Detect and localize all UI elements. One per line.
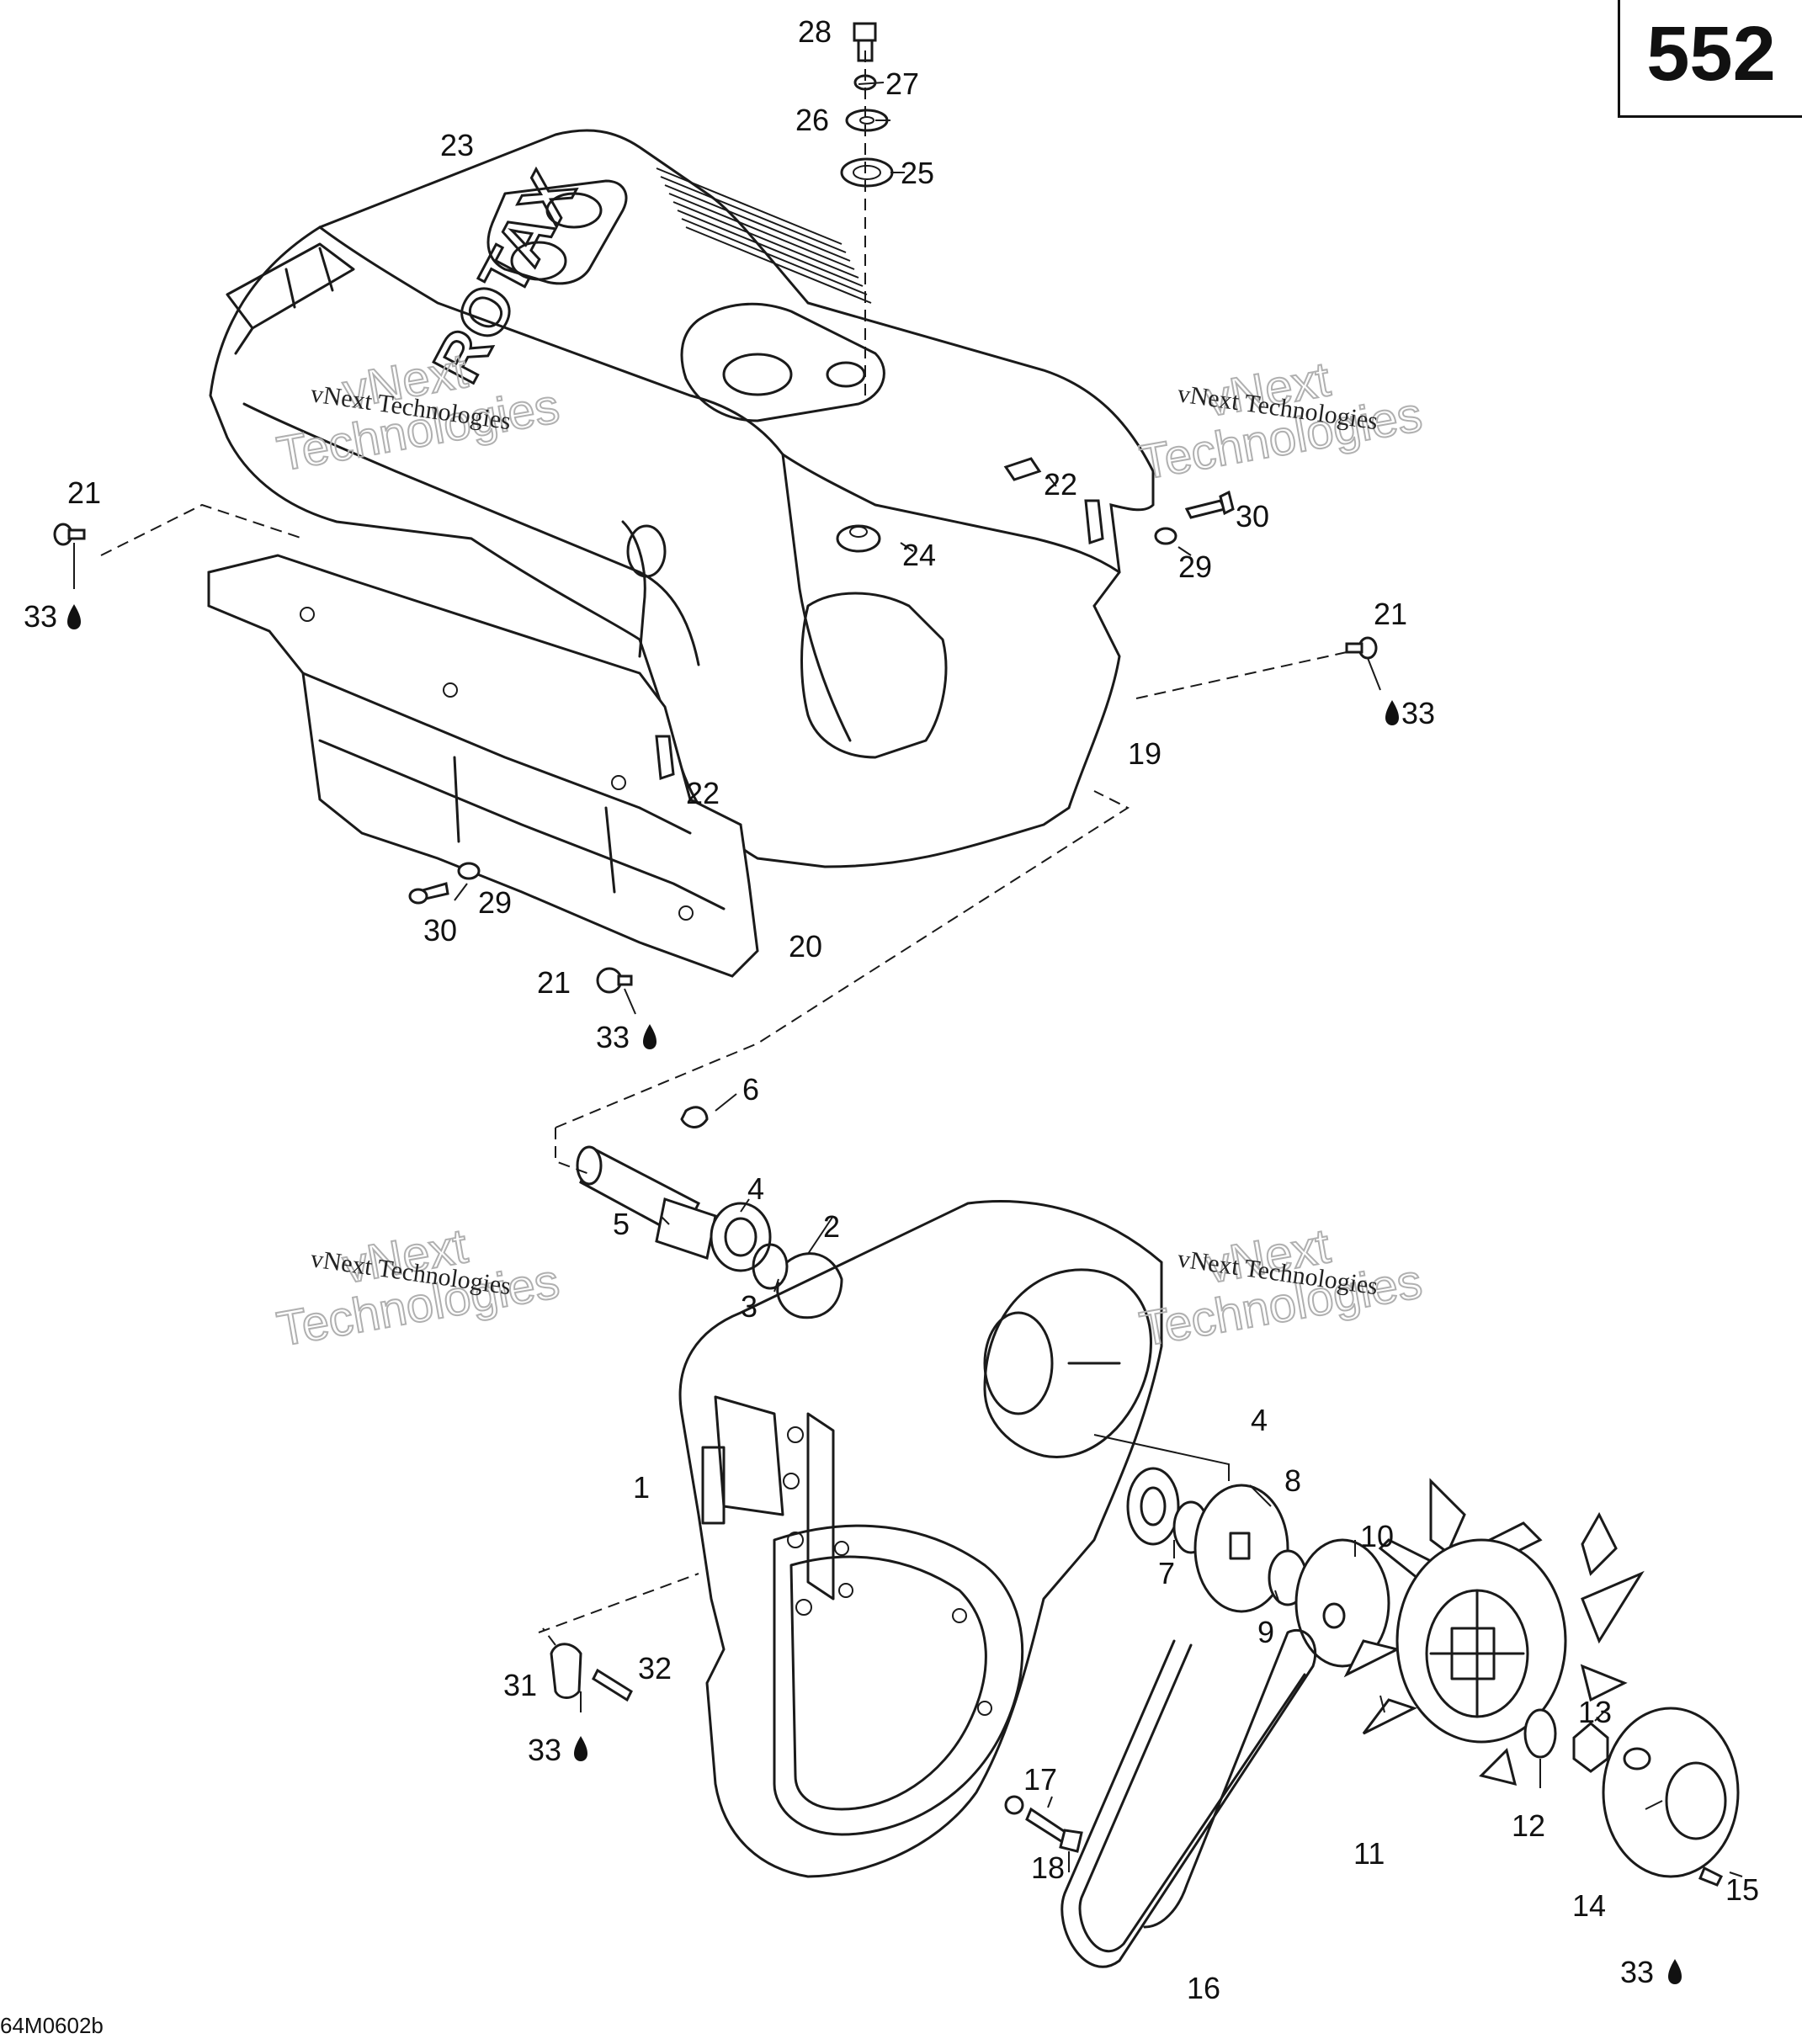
fan-cover-23: ROTAX <box>209 129 1155 868</box>
callout-26: 26 <box>795 103 829 137</box>
cover-side-fins <box>226 242 355 355</box>
fan-housing-1 <box>678 1200 1163 1878</box>
callout-1: 1 <box>633 1470 650 1505</box>
callout-23: 23 <box>440 128 474 162</box>
callout-3: 3 <box>741 1289 757 1324</box>
callout-4: 4 <box>1251 1403 1268 1437</box>
callout-33: 33 <box>1620 1955 1654 1989</box>
callout-29: 29 <box>1178 549 1212 584</box>
oil-drop-icon <box>574 1736 587 1761</box>
callout-33: 33 <box>528 1733 561 1767</box>
callout-24: 24 <box>902 538 936 572</box>
callout-28: 28 <box>798 14 832 49</box>
oil-drop-icon <box>1385 700 1399 725</box>
page-number-box: 552 <box>1618 0 1802 118</box>
drive-belt-16 <box>1060 1628 1317 1968</box>
callout-33: 33 <box>596 1020 630 1054</box>
callout-15: 15 <box>1725 1872 1759 1907</box>
fasteners <box>53 22 1724 1887</box>
callout-30: 30 <box>1236 499 1269 534</box>
callout-32: 32 <box>638 1651 672 1686</box>
callout-33: 33 <box>24 599 57 634</box>
callout-labels: 1 2 3 4 4 5 6 7 8 9 10 11 12 13 14 15 16… <box>24 14 1759 2005</box>
callout-8: 8 <box>1284 1463 1301 1498</box>
callout-25: 25 <box>901 156 934 190</box>
shroud-20 <box>207 554 759 978</box>
callout-6: 6 <box>742 1072 759 1107</box>
callout-17: 17 <box>1023 1762 1057 1797</box>
callout-7: 7 <box>1158 1556 1175 1590</box>
callout-31: 31 <box>503 1668 537 1702</box>
callout-2: 2 <box>823 1209 840 1244</box>
callout-4: 4 <box>747 1171 764 1206</box>
callout-11: 11 <box>1353 1836 1385 1871</box>
callout-21: 21 <box>1374 597 1407 631</box>
leader-lines <box>73 50 1743 1877</box>
callout-27: 27 <box>885 66 919 101</box>
callout-12: 12 <box>1512 1808 1545 1843</box>
callout-30: 30 <box>423 913 457 948</box>
callout-9: 9 <box>1257 1615 1274 1649</box>
oil-drop-icon <box>1668 1959 1682 1984</box>
pulley-fan-assembly <box>1126 1467 1740 1878</box>
callout-10: 10 <box>1360 1519 1394 1553</box>
callout-29: 29 <box>478 885 512 920</box>
callout-13: 13 <box>1578 1695 1612 1729</box>
callout-33: 33 <box>1401 696 1435 730</box>
callout-22: 22 <box>1044 467 1077 502</box>
callout-19: 19 <box>1128 736 1161 771</box>
callout-20: 20 <box>789 929 822 964</box>
drawing-code: 64M0602b <box>0 2013 104 2038</box>
callout-21: 21 <box>67 475 101 510</box>
callout-22: 22 <box>686 776 720 810</box>
oil-drop-icon <box>643 1024 656 1049</box>
callout-16: 16 <box>1187 1971 1220 2005</box>
callout-21: 21 <box>537 965 571 1000</box>
oil-drop-icon <box>67 604 81 629</box>
oil-drop-icons <box>67 604 1682 1984</box>
callout-14: 14 <box>1572 1888 1606 1923</box>
callout-18: 18 <box>1031 1850 1065 1885</box>
shaft-assembly <box>576 1106 843 1319</box>
callout-5: 5 <box>613 1207 630 1241</box>
page-number: 552 <box>1646 11 1776 97</box>
